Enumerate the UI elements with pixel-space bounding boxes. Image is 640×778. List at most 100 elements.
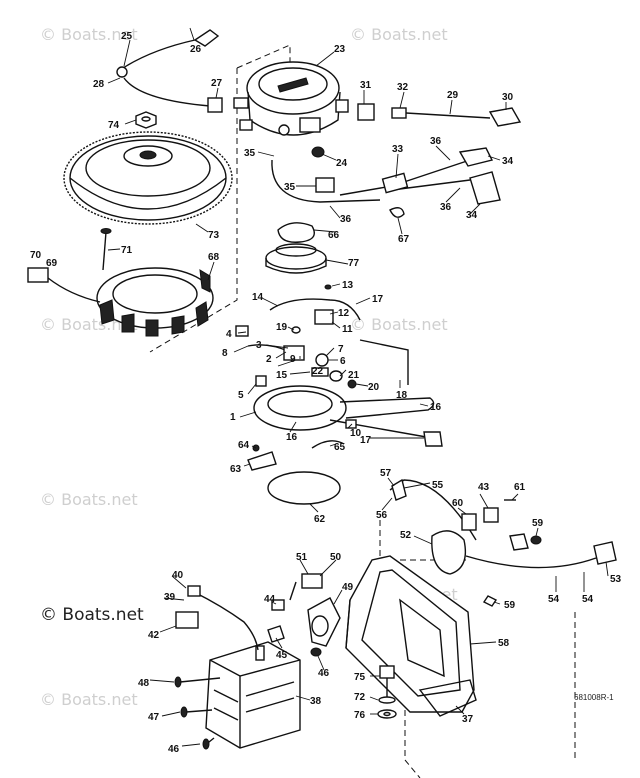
callout-50: 50 [330,552,342,563]
bolt-and-washers [377,665,397,719]
watermark: © Boats.net [40,690,138,709]
callout-39: 39 [164,592,176,603]
armature-small-parts [235,325,357,389]
callout-48: 48 [138,678,150,689]
callout-15: 15 [276,370,288,381]
callout-22: 22 [312,366,324,377]
callout-76: 76 [354,710,366,721]
callout-26: 26 [190,44,202,55]
callout-54-left: 54 [548,594,560,605]
callout-67: 67 [398,234,410,245]
callout-46-top: 46 [318,668,330,679]
callout-20: 20 [368,382,380,393]
callout-61: 61 [514,482,526,493]
callout-54: 54 [582,594,594,605]
callout-74: 74 [108,120,120,131]
callout-24: 24 [336,158,348,169]
callout-69: 69 [46,258,58,269]
callout-34: 34 [466,210,478,221]
stator-screw [100,228,112,271]
callout-36-mid: 36 [340,214,352,225]
callout-36: 36 [440,202,452,213]
clip [389,207,405,218]
callout-1: 1 [230,412,236,423]
callout-labels: 25 26 28 27 74 23 31 32 29 30 35 24 33 3… [30,31,622,755]
mounting-bracket [345,555,475,713]
callout-12: 12 [338,308,350,319]
callout-70: 70 [30,250,42,261]
armature-clamp [247,440,345,471]
callout-36-top: 36 [430,136,442,147]
stator [96,267,214,337]
callout-32: 32 [397,82,409,93]
support-ring [267,471,341,505]
power-pack-connector [175,585,259,651]
spark-plug-lead-top [116,29,223,113]
callout-52: 52 [400,530,412,541]
sensor-coil-assembly [389,478,617,607]
callout-56: 56 [376,510,388,521]
timer-screw [311,146,325,158]
timer-bearing [265,243,327,274]
callout-9: 9 [290,354,296,365]
callout-75: 75 [354,672,366,683]
flywheel [63,131,233,225]
callout-13: 13 [342,280,354,291]
callout-38: 38 [310,696,322,707]
terminal-block [267,573,341,657]
callout-19: 19 [276,322,288,333]
callout-40: 40 [172,570,184,581]
stator-connector [27,267,101,303]
callout-45: 45 [276,650,288,661]
retainer-ring [277,222,315,243]
callout-55: 55 [432,480,444,491]
callout-59-top: 59 [532,518,544,529]
callout-37: 37 [462,714,474,725]
callout-25: 25 [121,31,133,42]
diagram-reference-code: 681008R-1 [574,693,614,702]
callout-35-top: 35 [244,148,256,159]
timer-base [233,61,349,136]
watermark: © Boats.net [40,25,138,44]
callout-73: 73 [208,230,220,241]
callout-44: 44 [264,594,276,605]
callout-60: 60 [452,498,464,509]
armature-plate [253,385,443,447]
callout-18: 18 [396,390,408,401]
callout-34-top: 34 [502,156,514,167]
sensor-wire [269,284,361,325]
callout-23: 23 [334,44,346,55]
callout-5: 5 [238,390,244,401]
callout-28: 28 [93,79,105,90]
callout-63: 63 [230,464,242,475]
flywheel-nut [135,111,157,129]
callout-14: 14 [252,292,264,303]
watermark: © Boats.net [350,25,448,44]
callout-29: 29 [447,90,459,101]
watermark: © Boats.net [350,315,448,334]
power-pack [205,641,301,749]
callout-2: 2 [266,354,272,365]
callout-10: 10 [350,428,362,439]
callout-35: 35 [284,182,296,193]
callout-77: 77 [348,258,360,269]
callout-58: 58 [498,638,510,649]
callout-17: 17 [360,435,372,446]
pack-bracket [418,679,477,717]
callout-57: 57 [380,468,392,479]
callout-66: 66 [328,230,340,241]
callout-51: 51 [296,552,308,563]
callout-42: 42 [148,630,160,641]
callout-43: 43 [478,482,490,493]
spark-plug-leads-right [271,103,522,205]
pack-screws [174,676,221,750]
callout-31: 31 [360,80,372,91]
callout-27: 27 [211,78,223,89]
callout-46: 46 [168,744,180,755]
callout-30: 30 [502,92,514,103]
callout-68: 68 [208,252,220,263]
callout-33: 33 [392,144,404,155]
callout-72: 72 [354,692,366,703]
watermark: © Boats.net [40,490,138,509]
